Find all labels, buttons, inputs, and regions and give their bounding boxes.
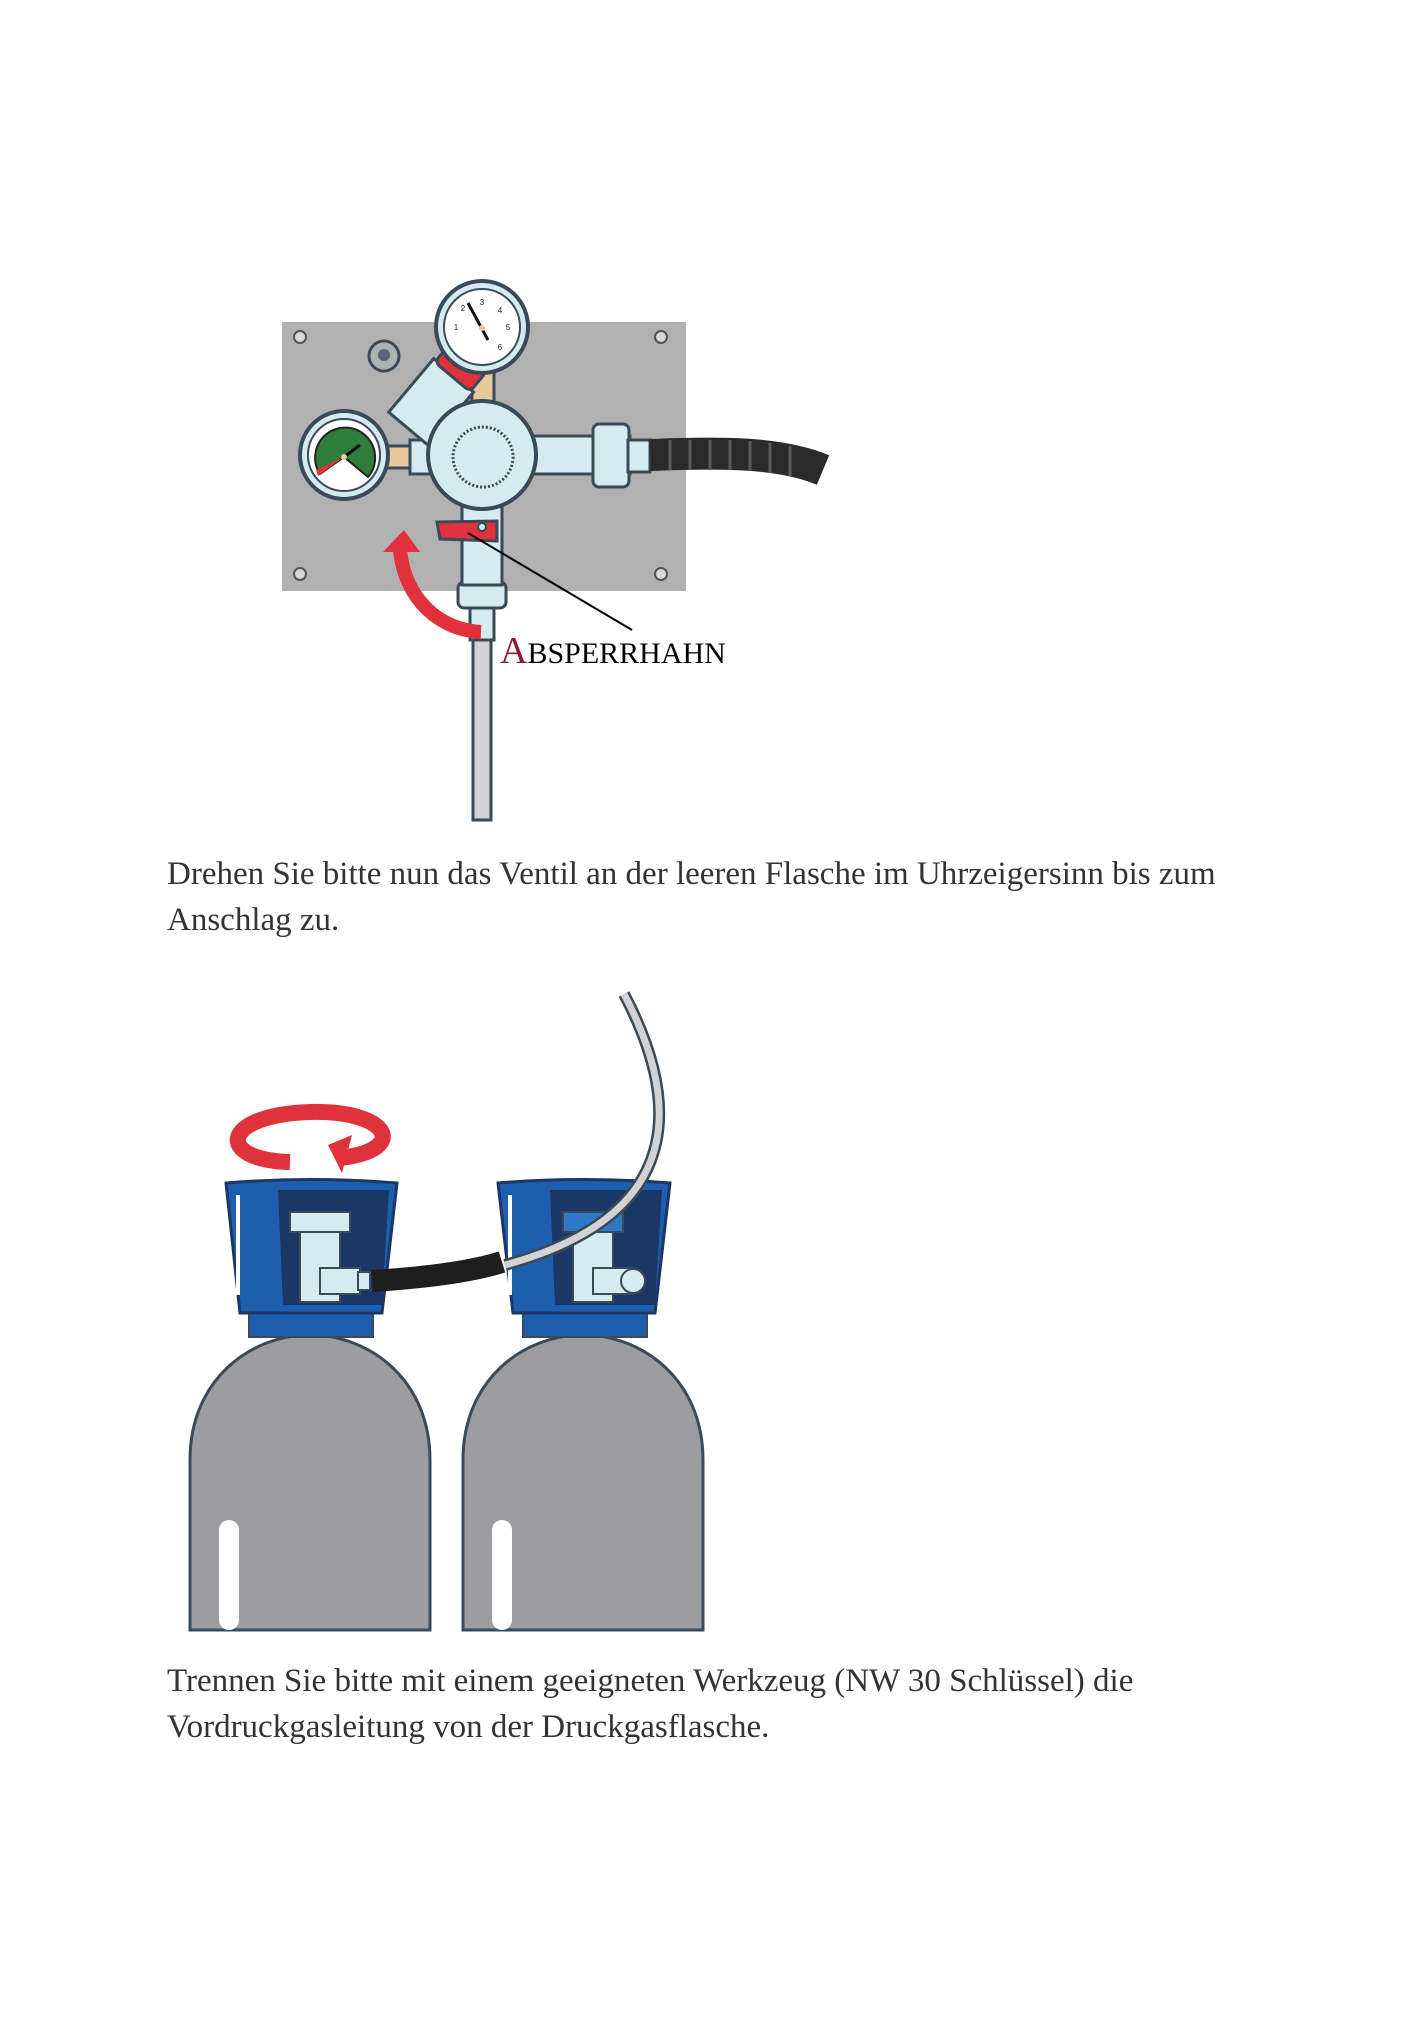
label-leader-line (467, 532, 633, 631)
black-hose-connection (371, 1251, 506, 1292)
gas-pipe (471, 638, 493, 822)
left-gas-cylinder (188, 1178, 432, 1632)
instruction-close-valve: Drehen Sie bitte nun das Ventil an der l… (167, 856, 1216, 938)
inlet-pressure-gauge (298, 409, 390, 501)
black-hose (649, 437, 830, 485)
svg-text:3: 3 (480, 298, 485, 307)
shutoff-valve-lever (435, 519, 499, 543)
right-gas-cylinder (461, 1178, 705, 1632)
svg-text:6: 6 (498, 343, 503, 352)
svg-text:1: 1 (454, 323, 459, 332)
svg-text:5: 5 (506, 323, 511, 332)
regulator-knob (451, 425, 515, 489)
rotate-arrow-icon (393, 549, 482, 639)
shutoff-valve-label: ABSPERRHAHN (500, 630, 726, 672)
clockwise-rotate-arrow-icon (229, 1103, 391, 1173)
outlet-pressure-gauge: 1 2 3 4 5 6 (434, 279, 530, 375)
panel-screws (293, 330, 668, 581)
svg-text:4: 4 (498, 306, 503, 315)
svg-text:2: 2 (461, 304, 466, 313)
pressure-regulator-illustration: 1 2 3 4 5 6 ABSPERRHAHN (188, 279, 830, 1632)
instruction-disconnect-line: Trennen Sie bitte mit einem geeigneten W… (167, 1663, 1134, 1745)
